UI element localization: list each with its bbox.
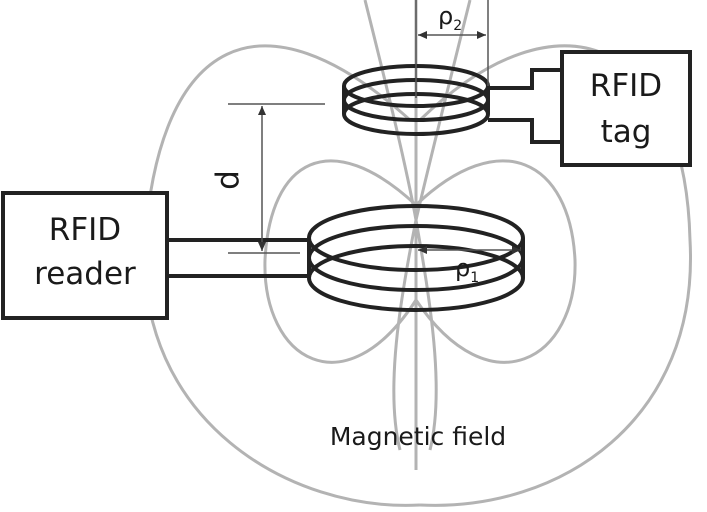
magnetic-field-label: Magnetic field bbox=[330, 422, 506, 451]
rho2-dimension bbox=[415, 0, 489, 98]
reader-label-line1: RFID bbox=[49, 212, 121, 248]
reader-connection bbox=[1, 191, 309, 320]
distance-label: d bbox=[210, 170, 246, 190]
tag-box bbox=[560, 50, 692, 167]
rho1-label: ρ1 bbox=[455, 254, 479, 286]
field-line-inner-left bbox=[263, 159, 418, 364]
tag-connection bbox=[488, 50, 692, 167]
tag-label-line2: tag bbox=[601, 114, 652, 150]
reader-box bbox=[1, 191, 169, 320]
tag-label-line1: RFID bbox=[590, 68, 662, 104]
field-line-outer-right bbox=[418, 44, 692, 507]
field-line-inner-right bbox=[414, 159, 577, 364]
distance-dimension bbox=[228, 103, 325, 254]
rho2-label: ρ2 bbox=[438, 2, 462, 34]
reader-label-line2: reader bbox=[34, 256, 136, 292]
